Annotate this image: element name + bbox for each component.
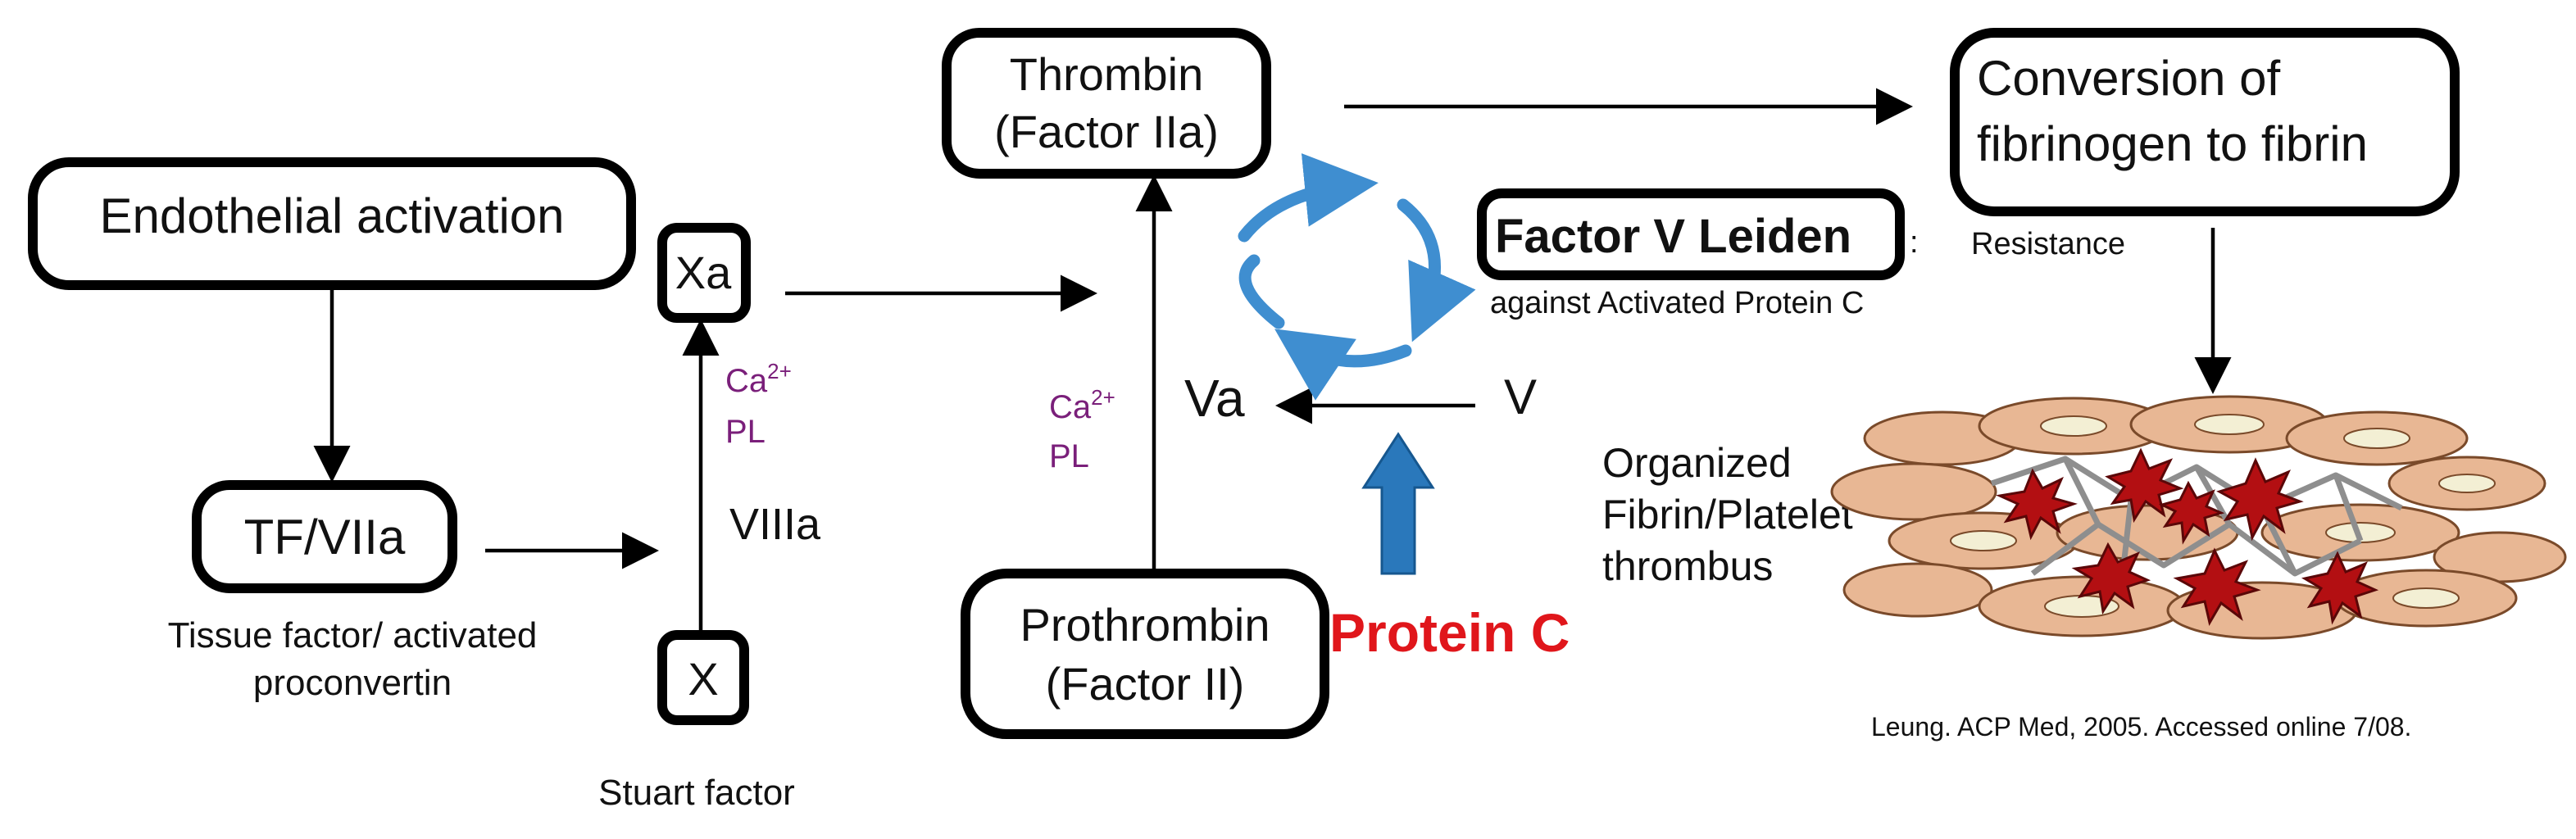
phospholipid-cofactor-left: PL xyxy=(725,414,766,450)
factor-v-leiden-box xyxy=(1477,188,1905,280)
thrombus-illustration xyxy=(1830,395,2567,640)
tf-viia-box xyxy=(192,480,457,593)
tf-caption-line1: Tissue factor/ activated xyxy=(168,615,538,655)
thrombus-label-line3: thrombus xyxy=(1602,543,1773,589)
x-box xyxy=(657,630,749,725)
xa-label: Xa xyxy=(675,247,732,298)
prothrombin-box xyxy=(961,569,1329,739)
x-label: X xyxy=(688,653,718,705)
thrombus-label-line2: Fibrin/Platelet xyxy=(1602,492,1853,537)
thrombin-label-line1: Thrombin xyxy=(1010,48,1204,100)
protein-c-up-arrow xyxy=(1361,432,1435,575)
fibrin-conversion-line2: fibrinogen to fibrin xyxy=(1977,116,2368,171)
factor-v-leiden-label: Factor V Leiden xyxy=(1495,210,1851,263)
xa-box xyxy=(657,223,751,323)
fibrin-conversion-box xyxy=(1950,28,2460,216)
tf-viia-label: TF/VIIa xyxy=(244,510,406,565)
calcium-cofactor-left: Ca2+ xyxy=(725,359,792,399)
phospholipid-cofactor-mid: PL xyxy=(1049,438,1089,474)
viiia-label: VIIIa xyxy=(729,500,821,549)
v-label: V xyxy=(1504,370,1537,424)
tf-caption-line2: proconvertin xyxy=(253,663,452,703)
calcium-cofactor-mid: Ca2+ xyxy=(1049,385,1115,425)
resistance-line1: Resistance xyxy=(1971,227,2125,261)
thrombus-label-line1: Organized xyxy=(1602,440,1792,486)
factor-v-leiden-colon: : xyxy=(1910,225,1919,260)
fibrin-conversion-line1: Conversion of xyxy=(1977,51,2281,106)
endothelial-activation-label: Endothelial activation xyxy=(99,188,564,243)
va-label: Va xyxy=(1184,369,1245,428)
prothrombin-label-line2: (Factor II) xyxy=(1046,658,1245,710)
thrombin-label-line2: (Factor IIa) xyxy=(994,106,1219,157)
stuart-factor-label: Stuart factor xyxy=(598,773,795,813)
resistance-line2: against Activated Protein C xyxy=(1490,286,1864,320)
thrombin-box xyxy=(942,28,1271,179)
citation: Leung. ACP Med, 2005. Accessed online 7/… xyxy=(1871,712,2411,741)
protein-c-label: Protein C xyxy=(1329,602,1570,663)
activation-cycle-arrows xyxy=(1238,153,1476,401)
prothrombin-label-line1: Prothrombin xyxy=(1020,599,1270,651)
